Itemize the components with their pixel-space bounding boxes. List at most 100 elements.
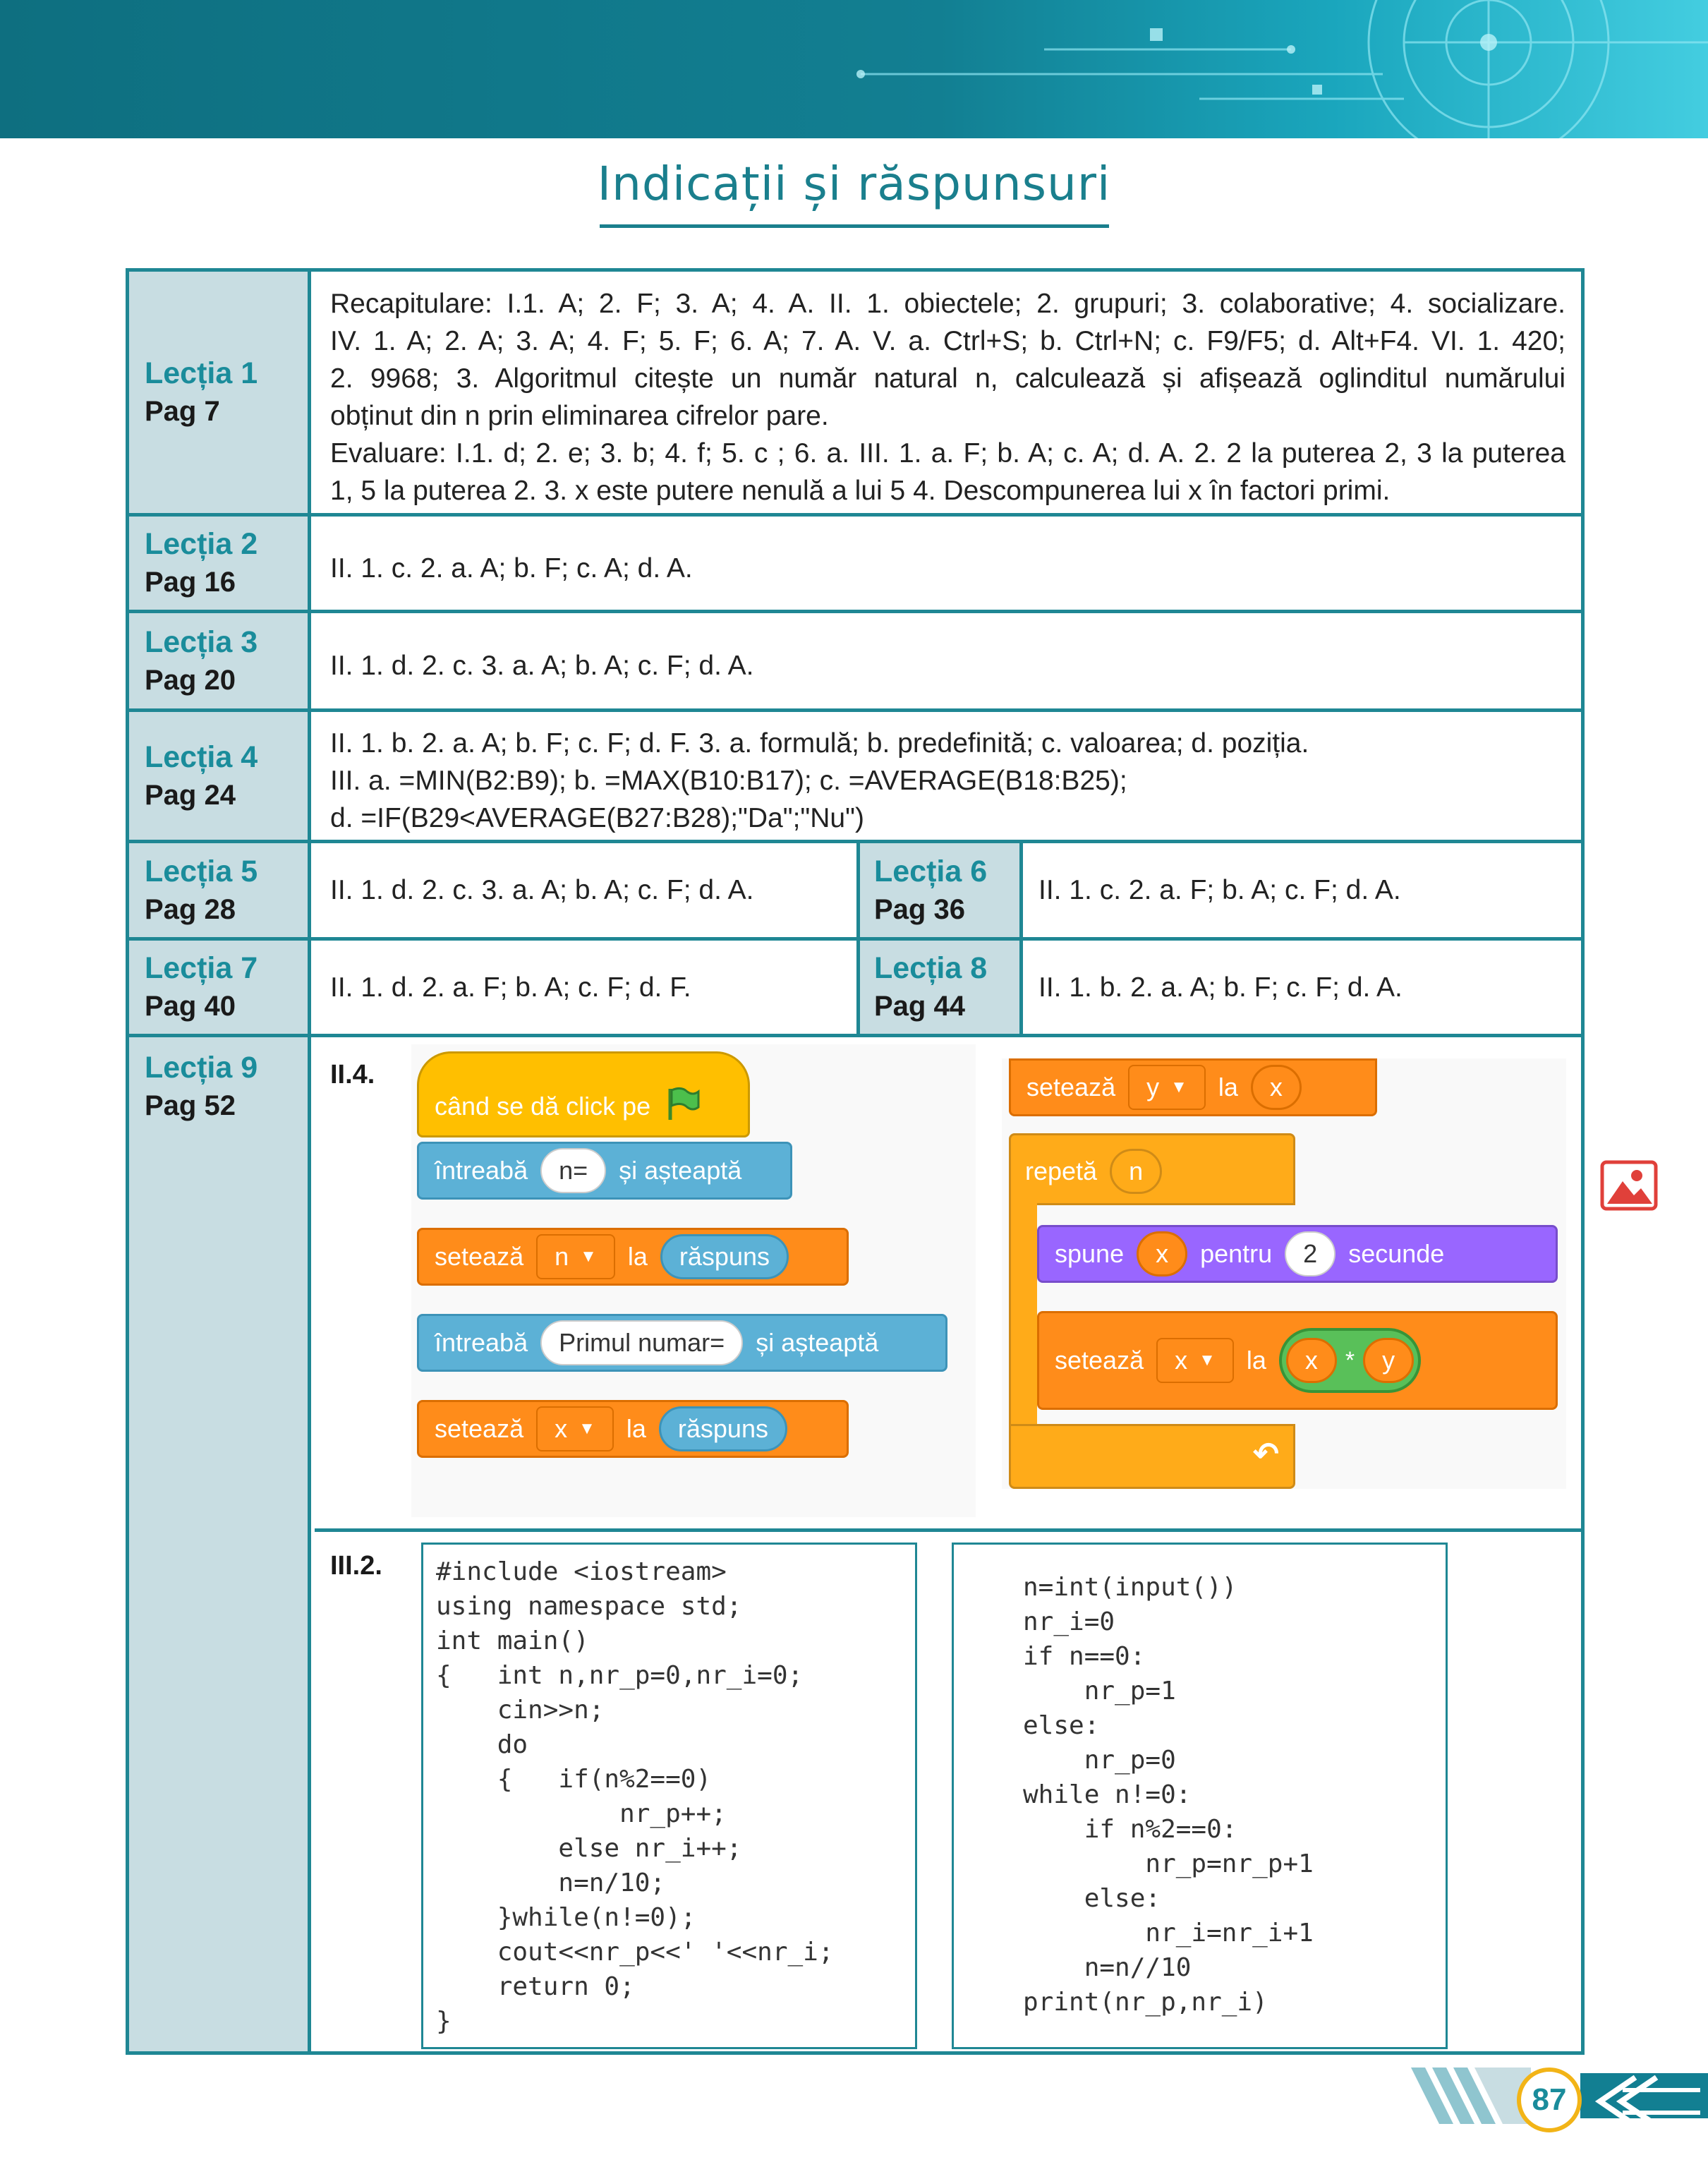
code-line: using namespace std; — [436, 1592, 742, 1621]
lesson-name: Lecția 7 — [145, 951, 258, 985]
block-text: setează — [1055, 1346, 1144, 1375]
block-text: setează — [435, 1242, 524, 1271]
code-line: nr_i=nr_i+1 — [1023, 1919, 1314, 1948]
dropdown-value: y — [1146, 1073, 1160, 1101]
answer-cell: II. 1. b. 2. a. A; b. F; c. F; d. F. 3. … — [315, 712, 1581, 840]
say-for-secs-block[interactable]: spune x pentru 2 secunde — [1037, 1225, 1558, 1283]
repeat-block[interactable]: repetă n — [1009, 1133, 1295, 1205]
answer-line: d. =IF(B29<AVERAGE(B27:B28);"Da";"Nu") — [330, 803, 864, 833]
lesson-page: Pag 28 — [145, 893, 236, 925]
arrow-left-icon — [1594, 2075, 1700, 2128]
image-icon[interactable] — [1600, 1160, 1658, 1211]
lesson-name: Lecția 2 — [145, 527, 258, 561]
dropdown-arrow-icon: ▼ — [580, 1247, 597, 1266]
row-lectia-4: Lecția 4 Pag 24 II. 1. b. 2. a. A; b. F;… — [129, 712, 1581, 843]
answers-table: Lecția 1 Pag 7 Recapitulare: I.1. A; 2. … — [126, 268, 1585, 2055]
when-flag-block[interactable]: când se dă click pe — [417, 1051, 750, 1137]
repeat-count[interactable]: n — [1110, 1149, 1163, 1194]
code-line: nr_p=1 — [1023, 1677, 1176, 1706]
lesson-name: Lecția 8 — [874, 951, 988, 985]
lesson-name: Lecția 4 — [145, 740, 258, 774]
ask-block[interactable]: întreabă Primul numar= și așteaptă — [417, 1314, 947, 1372]
code-line: cin>>n; — [436, 1696, 605, 1725]
ask-block[interactable]: întreabă n= și așteaptă — [417, 1142, 792, 1200]
loop-arrow-icon: ↶ — [1253, 1437, 1279, 1471]
code-line: { int n,nr_p=0,nr_i=0; — [436, 1661, 804, 1690]
code-line: } — [436, 2007, 452, 2036]
set-variable-block[interactable]: setează n▼ la răspuns — [417, 1228, 849, 1286]
code-line: int main() — [436, 1626, 589, 1655]
answer-cell: II. 1. c. 2. a. A; b. F; c. A; d. A. — [315, 517, 1581, 610]
lesson-label: Lecția 8 Pag 44 — [856, 941, 1023, 1034]
lesson-label: Lecția 4 Pag 24 — [129, 712, 311, 840]
answer-line: 2. 9968; 3. Algoritmul citește un număr … — [330, 363, 1565, 394]
answer-cell: II. 1. b. 2. a. A; b. F; c. F; d. A. — [1023, 941, 1581, 1034]
answer-line: II. 1. d. 2. a. F; b. A; c. F; d. F. — [330, 972, 691, 1003]
answer-line: IV. 1. A; 2. A; 3. A; 4. F; 5. F; 6. A; … — [330, 326, 1565, 356]
set-variable-block[interactable]: setează x▼ la răspuns — [417, 1400, 849, 1458]
set-variable-block[interactable]: setează y▼ la x — [1009, 1058, 1377, 1116]
number-input[interactable]: 2 — [1285, 1231, 1336, 1276]
variable-dropdown[interactable]: x▼ — [536, 1406, 614, 1451]
answer-line: II. 1. b. 2. a. A; b. F; c. F; d. A. — [1038, 972, 1403, 1003]
lesson-label: Lecția 2 Pag 16 — [129, 517, 311, 610]
lesson-name: Lecția 1 — [145, 356, 258, 390]
text-input[interactable]: n= — [540, 1148, 607, 1193]
variable-dropdown[interactable]: x▼ — [1156, 1338, 1234, 1383]
variable-dropdown[interactable]: y▼ — [1128, 1065, 1206, 1110]
lesson-page: Pag 44 — [874, 991, 965, 1022]
scratch-script-left: când se dă click pe întreabă n= și aștea… — [411, 1044, 976, 1517]
dropdown-arrow-icon: ▼ — [1170, 1078, 1187, 1097]
text-input[interactable]: Primul numar= — [540, 1320, 744, 1365]
block-text: spune — [1055, 1239, 1125, 1268]
block-text: secunde — [1348, 1239, 1445, 1268]
code-line: else: — [1023, 1884, 1161, 1913]
dropdown-value: x — [555, 1414, 568, 1443]
answer-line: II. 1. c. 2. a. F; b. A; c. F; d. A. — [1038, 875, 1401, 905]
answer-cell: II. 1. d. 2. c. 3. a. A; b. A; c. F; d. … — [315, 613, 1581, 708]
cpp-code: #include <iostream>using namespace std;i… — [436, 1555, 902, 2039]
block-text: la — [626, 1414, 646, 1443]
answer-line: 1, 5 la puterea 2. 3. x este putere nenu… — [330, 476, 1391, 506]
code-line: nr_p=0 — [1023, 1746, 1176, 1775]
title-underline — [600, 224, 1109, 228]
code-line: if n%2==0: — [1023, 1815, 1237, 1844]
block-text: pentru — [1200, 1239, 1273, 1268]
variable-reporter[interactable]: y — [1363, 1338, 1415, 1383]
header-banner — [0, 0, 1708, 138]
lesson-label: Lecția 7 Pag 40 — [129, 941, 311, 1034]
block-text: întreabă — [435, 1156, 528, 1185]
multiply-operator[interactable]: x * y — [1278, 1328, 1422, 1393]
variable-dropdown[interactable]: n▼ — [536, 1234, 615, 1279]
block-text: la — [1218, 1073, 1238, 1101]
code-line: n=n//10 — [1023, 1953, 1192, 1982]
lesson-name: Lecția 6 — [874, 854, 988, 888]
set-variable-block[interactable]: setează x▼ la x * y — [1037, 1311, 1558, 1410]
answer-reporter[interactable]: răspuns — [660, 1234, 789, 1279]
code-line: nr_i=0 — [1023, 1607, 1115, 1636]
row-lectia-2: Lecția 2 Pag 16 II. 1. c. 2. a. A; b. F;… — [129, 517, 1581, 613]
dropdown-arrow-icon: ▼ — [579, 1419, 595, 1438]
code-line: { if(n%2==0) — [436, 1765, 712, 1794]
variable-reporter[interactable]: x — [1137, 1231, 1188, 1276]
answer-reporter[interactable]: răspuns — [658, 1406, 787, 1451]
code-line: if n==0: — [1023, 1642, 1146, 1671]
dropdown-arrow-icon: ▼ — [1199, 1351, 1216, 1370]
answer-cell: II. 1. d. 2. a. F; b. A; c. F; d. F. — [315, 941, 856, 1034]
lesson-page: Pag 20 — [145, 664, 236, 696]
answer-line: Recapitulare: I.1. A; 2. F; 3. A; 4. A. … — [330, 289, 1565, 319]
circuit-decoration — [856, 0, 1708, 138]
row-lectia-9: Lecția 9 Pag 52 II.4. III.2. când se dă … — [129, 1037, 1581, 2051]
answer-line: obținut din n prin eliminarea cifrelor p… — [330, 401, 829, 431]
lesson-label: Lecția 3 Pag 20 — [129, 613, 311, 708]
lesson-name: Lecția 9 — [145, 1051, 258, 1085]
variable-reporter[interactable]: x — [1250, 1065, 1302, 1110]
exercise-label: III.2. — [330, 1551, 382, 1581]
variable-reporter[interactable]: x — [1285, 1338, 1337, 1383]
answer-line: II. 1. b. 2. a. A; b. F; c. F; d. F. 3. … — [330, 728, 1309, 759]
lesson-label: Lecția 1 Pag 7 — [129, 272, 311, 513]
code-line: nr_p++; — [436, 1799, 727, 1828]
answer-line: II. 1. c. 2. a. A; b. F; c. A; d. A. — [330, 553, 693, 584]
code-line: }while(n!=0); — [436, 1903, 696, 1932]
lesson-name: Lecția 5 — [145, 854, 258, 888]
